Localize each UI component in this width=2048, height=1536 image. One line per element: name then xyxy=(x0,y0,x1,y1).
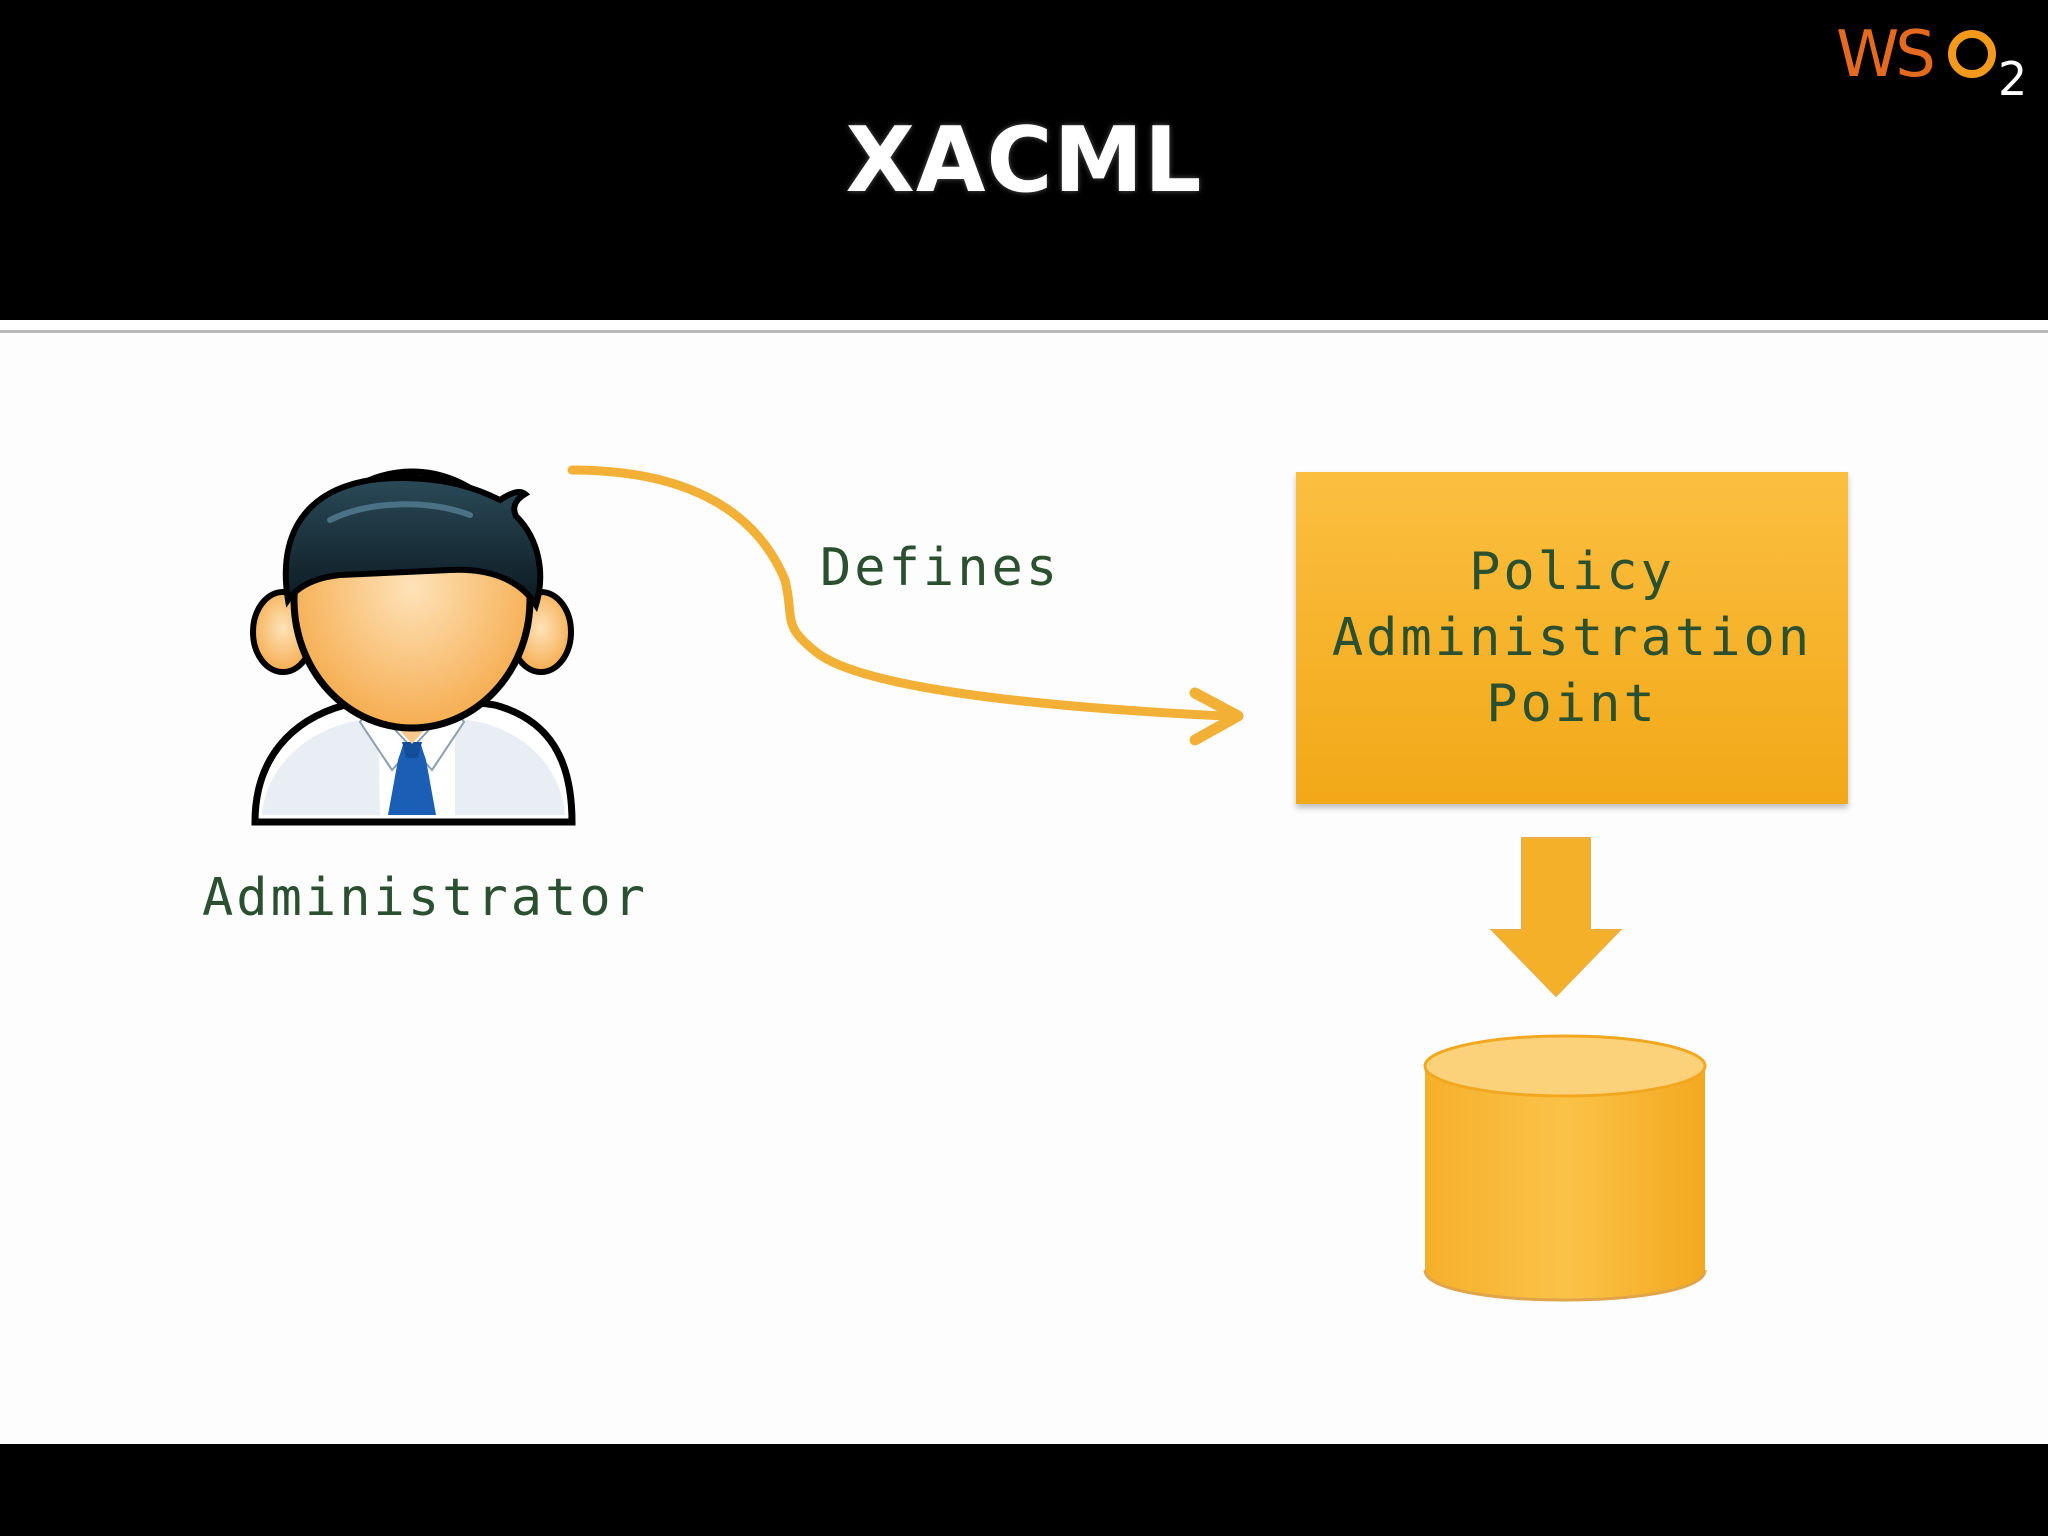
administrator-label: Administrator xyxy=(202,868,648,928)
down-arrow-icon xyxy=(1489,837,1623,998)
header-rule-shadow xyxy=(0,330,2048,333)
policy-administration-point-box: Policy Administration Point xyxy=(1296,472,1848,804)
header-rule xyxy=(0,320,2048,328)
pap-line-3: Point xyxy=(1486,674,1658,734)
logo-text: WS xyxy=(1836,18,1936,92)
logo-o-ring-icon xyxy=(1948,30,1996,78)
defines-label: Defines xyxy=(820,538,1061,598)
pap-line-2: Administration xyxy=(1331,608,1813,668)
database-cylinder-icon xyxy=(1423,1034,1707,1302)
slide-header: XACML WS 2 xyxy=(0,0,2048,320)
administrator-person-icon xyxy=(250,468,576,826)
slide-title: XACML xyxy=(845,108,1203,213)
slide-footer xyxy=(0,1444,2048,1536)
wso2-logo: WS 2 xyxy=(1830,12,2040,106)
defines-arrow xyxy=(567,465,1244,746)
logo-subscript: 2 xyxy=(1998,52,2028,106)
pap-line-1: Policy xyxy=(1469,542,1675,602)
